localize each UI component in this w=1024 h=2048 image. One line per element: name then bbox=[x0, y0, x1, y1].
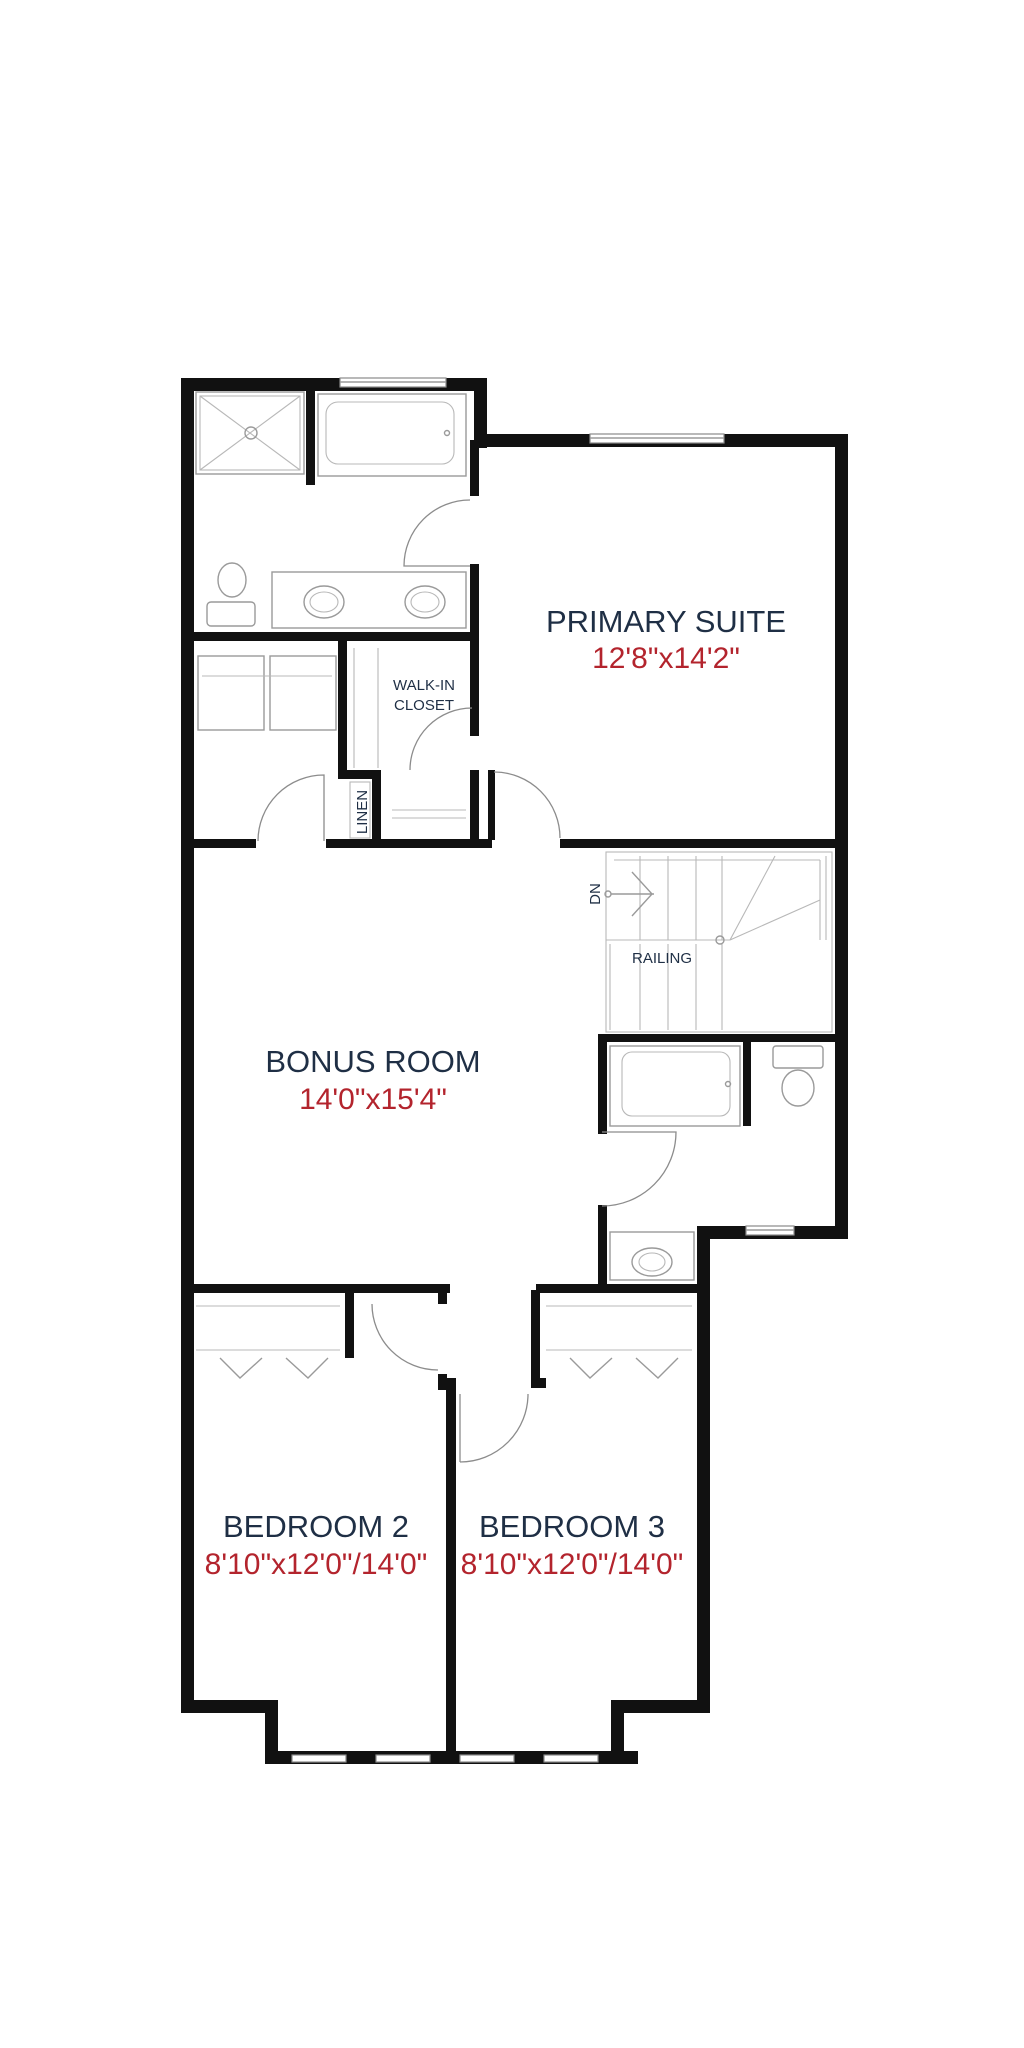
bonus-room-dims: 14'0"x15'4" bbox=[299, 1083, 447, 1116]
dn-label: DN bbox=[587, 883, 604, 905]
bonus-room-name: BONUS ROOM bbox=[265, 1044, 480, 1079]
toilet-ensuite bbox=[217, 562, 247, 598]
bedroom-3-dims: 8'10"x12'0"/14'0" bbox=[461, 1548, 684, 1581]
bedroom-2-dims: 8'10"x12'0"/14'0" bbox=[205, 1548, 428, 1581]
interior-walls bbox=[188, 385, 842, 1764]
shower bbox=[195, 391, 305, 475]
dryer bbox=[269, 655, 337, 731]
bathtub-main bbox=[609, 1045, 741, 1127]
bathtub-ensuite bbox=[317, 393, 467, 477]
vanity-main bbox=[609, 1231, 695, 1281]
bedroom-closets bbox=[196, 1303, 692, 1463]
window-bedroom3-a bbox=[459, 1754, 515, 1763]
closet-fixtures bbox=[197, 648, 561, 842]
railing-label: RAILING bbox=[632, 950, 692, 967]
main-bath-fixtures bbox=[601, 1045, 824, 1281]
washer bbox=[197, 655, 265, 731]
ensuite-fixtures bbox=[195, 391, 471, 629]
staircase bbox=[604, 851, 833, 1033]
walk-in-closet-label-1: WALK-IN bbox=[393, 677, 455, 694]
bedroom-2-name: BEDROOM 2 bbox=[223, 1509, 409, 1544]
window-bedroom2-b bbox=[375, 1754, 431, 1763]
primary-suite-dims: 12'8"x14'2" bbox=[592, 642, 740, 675]
window-bedroom2-a bbox=[291, 1754, 347, 1763]
linen-label: LINEN bbox=[354, 790, 371, 834]
windows bbox=[291, 377, 795, 1763]
room-labels: PRIMARY SUITE 12'8"x14'2" BONUS ROOM 14'… bbox=[205, 604, 786, 1581]
window-bedroom3-b bbox=[543, 1754, 599, 1763]
vanity-double bbox=[271, 571, 467, 629]
bedroom-3-name: BEDROOM 3 bbox=[479, 1509, 665, 1544]
primary-suite-name: PRIMARY SUITE bbox=[546, 604, 786, 639]
walk-in-closet-label-2: CLOSET bbox=[394, 697, 454, 714]
toilet-main bbox=[772, 1045, 824, 1069]
